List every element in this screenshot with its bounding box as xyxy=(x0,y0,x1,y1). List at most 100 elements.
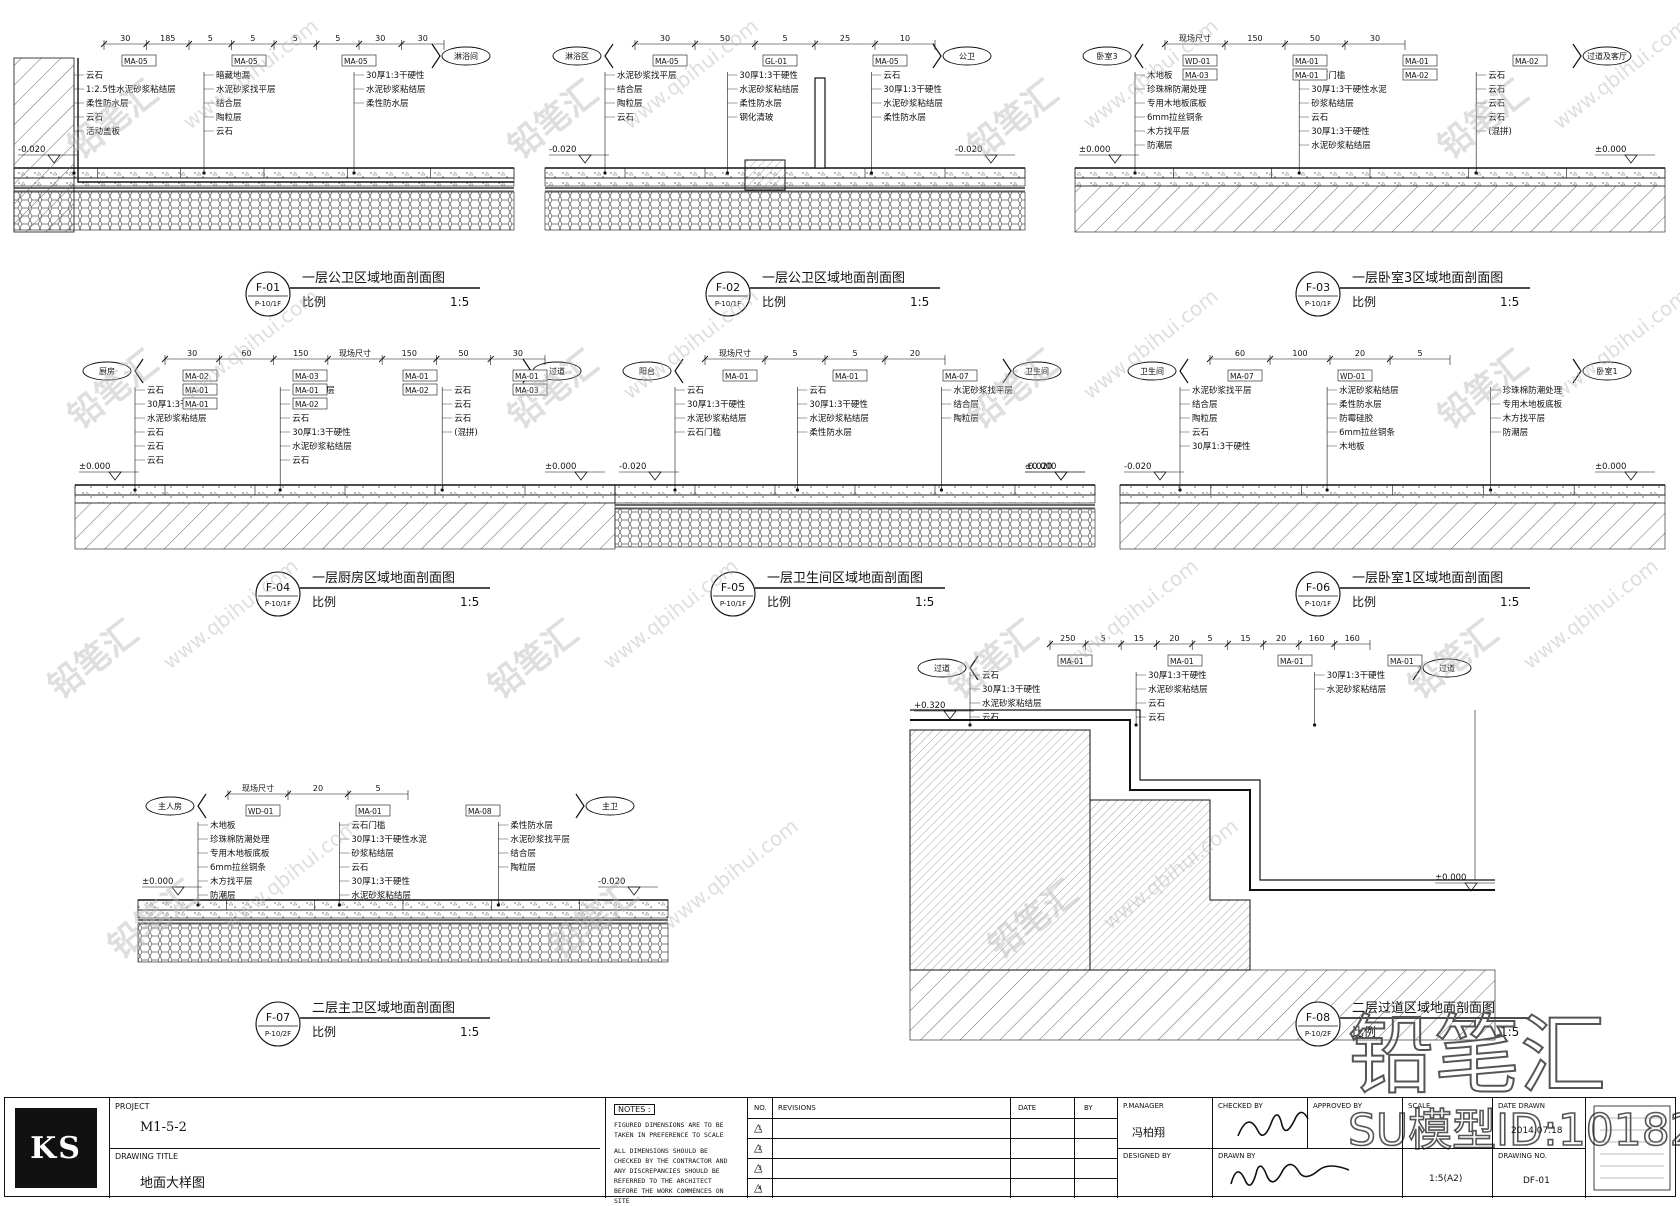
layer-label: 1:2.5性水泥砂浆粘结层 xyxy=(86,84,176,95)
watermark-brand: 铅笔汇 xyxy=(1431,73,1536,167)
material-code-box xyxy=(1182,68,1218,81)
room-tag: 卫生间 xyxy=(1002,358,1062,384)
level-text: -0.020 xyxy=(1124,462,1151,472)
material-code-box xyxy=(1387,654,1423,667)
level-text: -0.020 xyxy=(619,462,646,472)
layer-label: 水泥砂浆粘结层 xyxy=(1148,684,1208,695)
project-value: M1-5-2 xyxy=(140,1120,187,1135)
room-tag: 卫生间 xyxy=(1127,358,1189,384)
material-code-box xyxy=(1167,654,1203,667)
glass-partition xyxy=(814,77,826,169)
layer-label: 柔性防水层 xyxy=(1339,399,1382,410)
layer-label: 水泥砂浆找平层 xyxy=(1192,385,1252,396)
layer-label: 陶粒层 xyxy=(216,112,242,123)
revision-triangle-icon: △ xyxy=(754,1181,763,1194)
layer-label: 木方找平层 xyxy=(1503,413,1546,424)
layer-label: 专用木地板底板 xyxy=(210,848,270,859)
dimension-text: 60 xyxy=(241,349,251,358)
layer-label: 柔性防水层 xyxy=(510,820,553,831)
layer-label: 活动盖板 xyxy=(86,126,121,137)
dimension-text: 15 xyxy=(1240,634,1250,643)
section-id: F-05 xyxy=(721,581,745,594)
section-id: F-03 xyxy=(1306,281,1330,294)
date-header: DATE xyxy=(1018,1104,1037,1112)
scale-label: 比例 xyxy=(312,1025,336,1039)
scale-cell: 1:5(A2) xyxy=(1402,1148,1493,1198)
room-tag-label: 卫生间 xyxy=(1140,366,1164,376)
dimension-text: 5 xyxy=(1101,634,1106,643)
layer-label: 云石 xyxy=(1488,85,1505,95)
drawn-signature xyxy=(1230,1163,1350,1186)
layer-label: 30厚1:3干硬性 xyxy=(883,84,942,95)
material-code-box xyxy=(942,369,978,382)
scale-value: 1:5 xyxy=(460,595,479,609)
layer-label: 30厚1:3干硬性 xyxy=(809,399,868,410)
dimension-text: 20 xyxy=(910,349,920,358)
room-tag-label: 过道 xyxy=(934,663,950,673)
material-code: MA-03 xyxy=(1185,71,1209,80)
arrow-icon xyxy=(932,43,942,69)
layer-label: 30厚1:3干硬性 xyxy=(982,684,1041,695)
layer-label: 暗藏地漏 xyxy=(216,70,251,81)
arrow-icon xyxy=(969,655,979,681)
level-text: ±0.000 xyxy=(1079,145,1110,155)
dimension-text: 60 xyxy=(1235,349,1245,358)
material-code-box xyxy=(1512,54,1548,67)
layer-label: 云石 xyxy=(1488,71,1505,81)
scale-value: 1:5 xyxy=(910,295,929,309)
section-id: F-04 xyxy=(266,581,290,594)
notes-text-2: ALL DIMENSIONS SHOULD BE CHECKED BY THE … xyxy=(614,1147,728,1205)
material-code-box xyxy=(402,383,438,396)
dimension-text: 现场尺寸 xyxy=(1179,33,1211,43)
level-marker: +0.320 xyxy=(914,701,974,720)
project-label: PROJECT xyxy=(115,1102,150,1111)
level-text: ±0.000 xyxy=(1435,873,1466,883)
material-code: MA-01 xyxy=(1170,657,1194,666)
designed-label: DESIGNED BY xyxy=(1123,1152,1171,1160)
room-tag: 卧室3 xyxy=(1082,43,1144,69)
material-code: MA-01 xyxy=(1390,657,1414,666)
section-sheet-ref: P-10/1F xyxy=(1305,600,1331,608)
section-sheet-ref: P-10/1F xyxy=(265,600,291,608)
revision-row: △2 xyxy=(748,1138,1118,1159)
material-code: MA-01 xyxy=(185,400,209,409)
section-bubble xyxy=(710,571,756,617)
revision-triangle-icon: △ xyxy=(754,1161,763,1174)
dimension-text: 5 xyxy=(293,34,298,43)
screed-layer xyxy=(1119,494,1666,504)
layer-label: 30厚1:3干硬性 xyxy=(366,70,425,81)
watermark-brand: 铅笔汇 xyxy=(481,613,586,707)
room-tag: 过道 xyxy=(917,655,979,681)
layer-label: 水泥砂浆粘结层 xyxy=(1311,140,1371,151)
layer-label: 专用木地板底板 xyxy=(1147,98,1207,109)
layer-label: 结合层 xyxy=(617,84,643,95)
room-tag-label: 过道及客厅 xyxy=(1587,51,1627,61)
room-tag-label: 厨房 xyxy=(99,366,115,376)
screed-layer xyxy=(614,494,1096,504)
layer-label: 云石 xyxy=(147,442,164,452)
screed-layer xyxy=(74,494,616,504)
layer-label: 水泥砂浆找平层 xyxy=(953,385,1013,396)
ceramsite-layer xyxy=(137,923,669,963)
material-code: MA-01 xyxy=(1280,657,1304,666)
layer-label: 云石 xyxy=(292,414,309,424)
layer-label: 水泥砂浆粘结层 xyxy=(982,698,1042,709)
layer-label: 6mm拉丝铜条 xyxy=(1339,427,1395,438)
drawing-no-label: DRAWING NO. xyxy=(1498,1152,1547,1160)
section-title: 一层卫生间区域地面剖面图 xyxy=(767,571,923,586)
room-tag: 过道及客厅 xyxy=(1572,43,1632,69)
material-code-box xyxy=(182,369,218,382)
section-title: 二层主卫区域地面剖面图 xyxy=(312,1001,455,1016)
slab-layer xyxy=(1074,185,1666,233)
layer-label: 云石 xyxy=(147,456,164,466)
scale-label: 比例 xyxy=(302,295,326,309)
layer-label: 云石 xyxy=(1148,713,1165,723)
layer-label: 云石 xyxy=(86,71,103,81)
layer-label: 云石 xyxy=(1488,113,1505,123)
section-bubble xyxy=(245,271,291,317)
section-bubble xyxy=(255,1001,301,1047)
section-f-02: 淋浴区公卫水泥砂浆找平层结合层陶粒层云石30厚1:3干硬性水泥砂浆粘结层柔性防水… xyxy=(544,34,1026,317)
material-code-box xyxy=(1057,654,1093,667)
